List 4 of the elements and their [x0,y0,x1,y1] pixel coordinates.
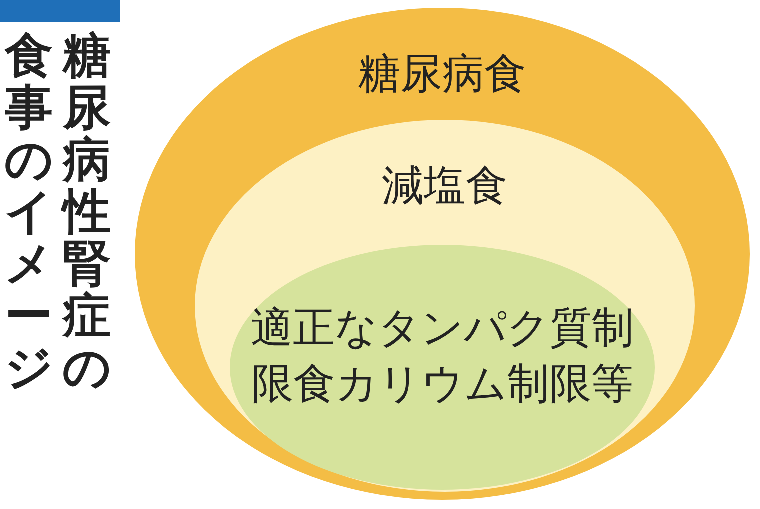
region-label: 糖尿病食 [358,48,528,100]
region-label: 減塩食 [381,160,509,212]
region-label: 適正なタンパク質制限食カリウム制限等 [250,302,635,410]
vertical-title: 糖尿病性腎症の食事のイメージ [4,30,112,394]
